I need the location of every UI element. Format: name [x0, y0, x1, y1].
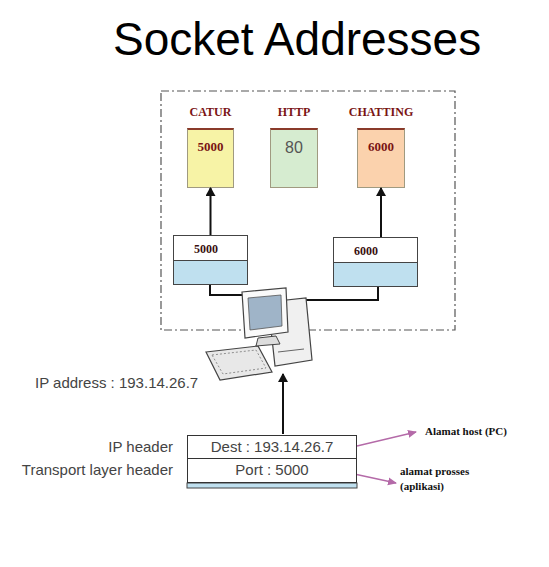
header-value: Port : 5000 [188, 459, 356, 481]
keys [212, 350, 266, 374]
title: Socket Addresses [113, 12, 481, 66]
computer-icon [206, 288, 312, 380]
row-label: Transport layer header [22, 461, 173, 479]
header-field: IP headerDest : 193.14.26.7 [187, 435, 357, 459]
tower-slot [278, 349, 304, 352]
port-buffer: 5000 [173, 235, 248, 285]
annotation: alamat prosses (aplikasi) [400, 464, 492, 494]
payload-strip [187, 483, 357, 488]
keyboard [206, 346, 272, 380]
screen [248, 295, 282, 330]
connector-arrow [380, 188, 382, 237]
monitor-stand [256, 336, 280, 346]
application-name: CHATTING [349, 105, 413, 119]
application-name: CATUR [190, 105, 232, 119]
port-number: 5000 [188, 139, 233, 155]
incoming-arrow [282, 374, 284, 434]
port-number: 5000 [194, 242, 218, 256]
monitor [242, 288, 288, 338]
annotation: Alamat host (PC) [425, 425, 507, 438]
header-value: Dest : 193.14.26.7 [188, 436, 356, 457]
wire [306, 287, 378, 300]
port-number: 6000 [358, 139, 404, 155]
application-name: HTTP [278, 105, 311, 119]
connector-arrow [210, 188, 212, 235]
application-box: HTTP80 [270, 128, 318, 188]
port-number: 6000 [354, 244, 378, 258]
leader-line [357, 432, 416, 446]
row-label: IP header [108, 438, 173, 456]
port-number: 80 [271, 139, 317, 157]
header-field: Transport layer headerPort : 5000 [187, 458, 357, 483]
ip-address: IP address : 193.14.26.7 [35, 374, 198, 392]
application-box: CATUR5000 [187, 128, 234, 188]
host-boundary [161, 91, 455, 330]
port-buffer: 6000 [333, 237, 418, 287]
wire [210, 285, 246, 295]
application-box: CHATTING6000 [357, 128, 405, 188]
